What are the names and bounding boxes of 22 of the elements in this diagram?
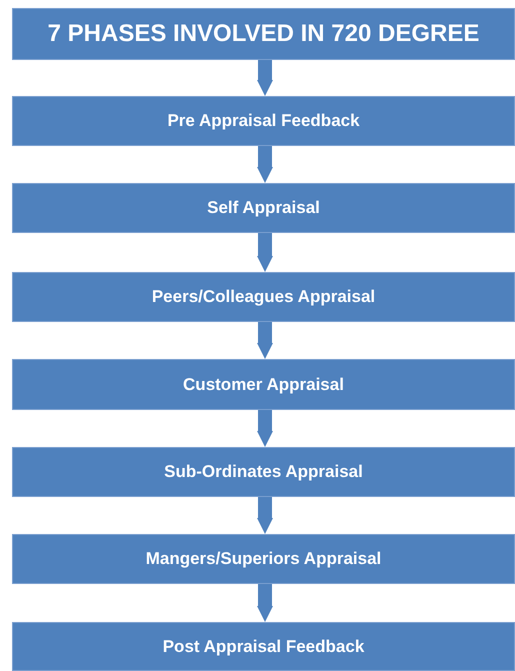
phase-box	[12, 622, 515, 671]
phase-label: Pre Appraisal Feedback	[167, 111, 360, 131]
phase-label: Sub-Ordinates Appraisal	[164, 462, 363, 482]
phase-box	[12, 359, 515, 410]
block-arrow	[257, 410, 273, 447]
phase-label: Peers/Colleagues Appraisal	[152, 287, 376, 307]
phase-label: Post Appraisal Feedback	[162, 636, 364, 656]
phase-box	[12, 183, 515, 233]
title-text: 7 PHASES INVOLVED IN 720 DEGREE	[48, 20, 480, 48]
phase-label: Customer Appraisal	[183, 374, 344, 394]
phase-box	[12, 96, 515, 146]
phase-box	[12, 272, 515, 322]
block-arrow	[257, 60, 273, 96]
block-arrow	[257, 497, 273, 534]
block-arrow	[257, 233, 273, 272]
block-arrow	[257, 322, 273, 359]
title-box	[12, 8, 515, 60]
phase-box	[12, 534, 515, 584]
phase-label: Mangers/Superiors Appraisal	[146, 549, 382, 569]
block-arrow	[257, 146, 273, 183]
phase-box	[12, 447, 515, 497]
phase-label: Self Appraisal	[207, 198, 320, 218]
